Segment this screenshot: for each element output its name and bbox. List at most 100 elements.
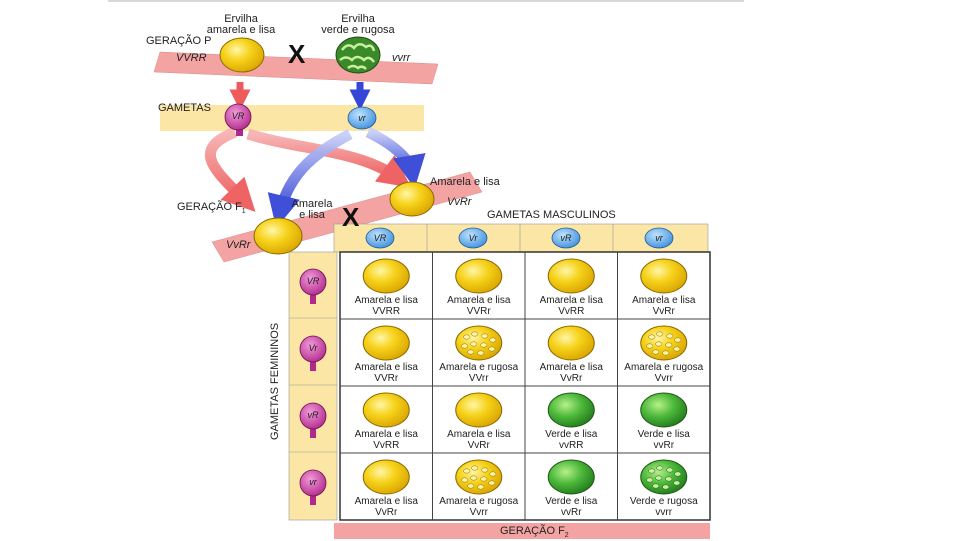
cell-genotype: vvRr (560, 507, 582, 518)
female-gamete-label: vr (309, 477, 317, 487)
cell-phenotype: Amarela e lisa (354, 295, 418, 306)
arrow-gamete-vr-to-f1-right (204, 126, 256, 212)
seed-yellow-smooth (547, 258, 595, 294)
parent-left-name-line2: amarela e lisa (206, 24, 276, 36)
seed-green-smooth (547, 392, 595, 428)
seed-yellow-wrinkled (455, 325, 503, 361)
female-gametes-header: GAMETAS FEMININOS (269, 322, 281, 440)
parental-cross-symbol: X (288, 39, 306, 69)
male-gametes-header: GAMETAS MASCULINOS (487, 209, 616, 221)
f1-right-phenotype: Amarela e lisa (430, 176, 500, 188)
cell-phenotype: Amarela e lisa (354, 429, 418, 440)
cell-phenotype: Verde e rugosa (629, 496, 698, 507)
cell-genotype: vvrr (655, 507, 673, 518)
male-gamete-label: vR (560, 233, 572, 243)
cell-phenotype: Amarela e lisa (539, 295, 603, 306)
cell-genotype: VVrr (468, 373, 489, 384)
f1-cross-symbol: X (342, 202, 360, 232)
cell-phenotype: Amarela e rugosa (439, 496, 519, 507)
seed-parent-green-wrinkled (335, 36, 381, 74)
male-gamete-3 (644, 227, 674, 249)
seed-yellow-wrinkled (640, 325, 688, 361)
cell-genotype: VvRR (558, 306, 585, 317)
seed-yellow-wrinkled (455, 459, 503, 495)
cell-phenotype: Amarela e lisa (354, 496, 418, 507)
cell-genotype: VVRr (466, 306, 491, 317)
female-gamete-2 (299, 402, 327, 438)
female-gamete-1 (299, 335, 327, 371)
parent-right-name-line1: Ervilha (341, 13, 375, 25)
parent-left-name-line1: Ervilha (224, 13, 258, 25)
seed-yellow-smooth (362, 325, 410, 361)
male-gamete-0 (365, 227, 395, 249)
female-gamete-0 (299, 268, 327, 304)
generation-p-label: GERAÇÃO P (146, 35, 212, 47)
male-gamete-label: VR (373, 233, 387, 243)
cell-genotype: Vvrr (469, 507, 488, 518)
cell-phenotype: Amarela e rugosa (439, 362, 519, 373)
male-gamete-1 (458, 227, 488, 249)
cell-genotype: VVRr (374, 373, 399, 384)
cell-phenotype: Amarela e lisa (539, 362, 603, 373)
seed-f1-right (389, 181, 435, 217)
cell-genotype: VvRR (373, 440, 400, 451)
cell-genotype: vvRr (653, 440, 675, 451)
seed-yellow-smooth (362, 459, 410, 495)
cell-phenotype: Amarela e lisa (632, 295, 696, 306)
cell-genotype: VvRr (560, 373, 583, 384)
arrow-gamete-vr-to-f1-left (267, 129, 353, 229)
generation-f1-subscript: 1 (241, 208, 246, 216)
seed-yellow-smooth (455, 392, 503, 428)
cell-phenotype: Amarela e lisa (354, 362, 418, 373)
cell-phenotype: Amarela e lisa (447, 429, 511, 440)
generation-f2-label: GERAÇÃO F2 (500, 526, 569, 541)
seed-green-smooth (640, 392, 688, 428)
generation-f2-text: GERAÇÃO F (500, 525, 565, 537)
male-gamete-label: Vr (468, 233, 478, 243)
cell-phenotype: Verde e lisa (637, 429, 690, 440)
gamete-parent-left (224, 103, 252, 136)
seed-green-smooth (547, 459, 595, 495)
generation-f2-subscript: 2 (564, 532, 569, 540)
cell-genotype: VvRr (375, 507, 398, 518)
cell-genotype: VvRr (652, 306, 675, 317)
female-gamete-label: Vr (308, 343, 318, 353)
seed-yellow-smooth (455, 258, 503, 294)
parent-right-name-line2: verde e rugosa (321, 24, 395, 36)
cell-phenotype: Amarela e rugosa (624, 362, 704, 373)
cell-genotype: Vvrr (654, 373, 673, 384)
f1-left-phenotype-line1: Amarela (291, 198, 333, 210)
f1-left-phenotype-line2: e lisa (299, 209, 325, 221)
gamete-parent-right (347, 106, 377, 130)
seed-parent-yellow-smooth (219, 37, 265, 73)
gametes-label: GAMETAS (158, 102, 211, 114)
generation-f1-label: GERAÇÃO F1 (177, 202, 246, 217)
generation-f1-text: GERAÇÃO F (177, 201, 242, 213)
gamete-parent-left-label: VR (231, 111, 245, 121)
seed-green-wrinkled (640, 459, 688, 495)
top-divider (108, 0, 744, 2)
f2-band (334, 523, 710, 539)
cell-phenotype: Verde e lisa (545, 496, 598, 507)
male-gamete-label: vr (655, 233, 663, 243)
cell-genotype: VvRr (467, 440, 490, 451)
seed-yellow-smooth (640, 258, 688, 294)
seed-yellow-smooth (362, 392, 410, 428)
cell-genotype: VVRR (372, 306, 401, 317)
gamete-parent-right-label: vr (358, 113, 366, 123)
arrow-gamete-vr-right-down (365, 127, 426, 189)
female-gamete-3 (299, 469, 327, 505)
female-gamete-label: vR (307, 410, 319, 420)
f1-right-genotype: VvRr (447, 196, 472, 208)
cell-genotype: vvRR (559, 440, 584, 451)
seed-f1-left (253, 217, 303, 255)
female-gamete-label: VR (306, 276, 320, 286)
cell-phenotype: Amarela e lisa (447, 295, 511, 306)
seed-yellow-smooth (362, 258, 410, 294)
seed-yellow-smooth (547, 325, 595, 361)
parent-right-genotype: vvrr (392, 52, 411, 64)
gametes-band (160, 105, 424, 131)
f1-left-genotype: VvRr (226, 239, 251, 251)
cell-phenotype: Verde e lisa (545, 429, 598, 440)
